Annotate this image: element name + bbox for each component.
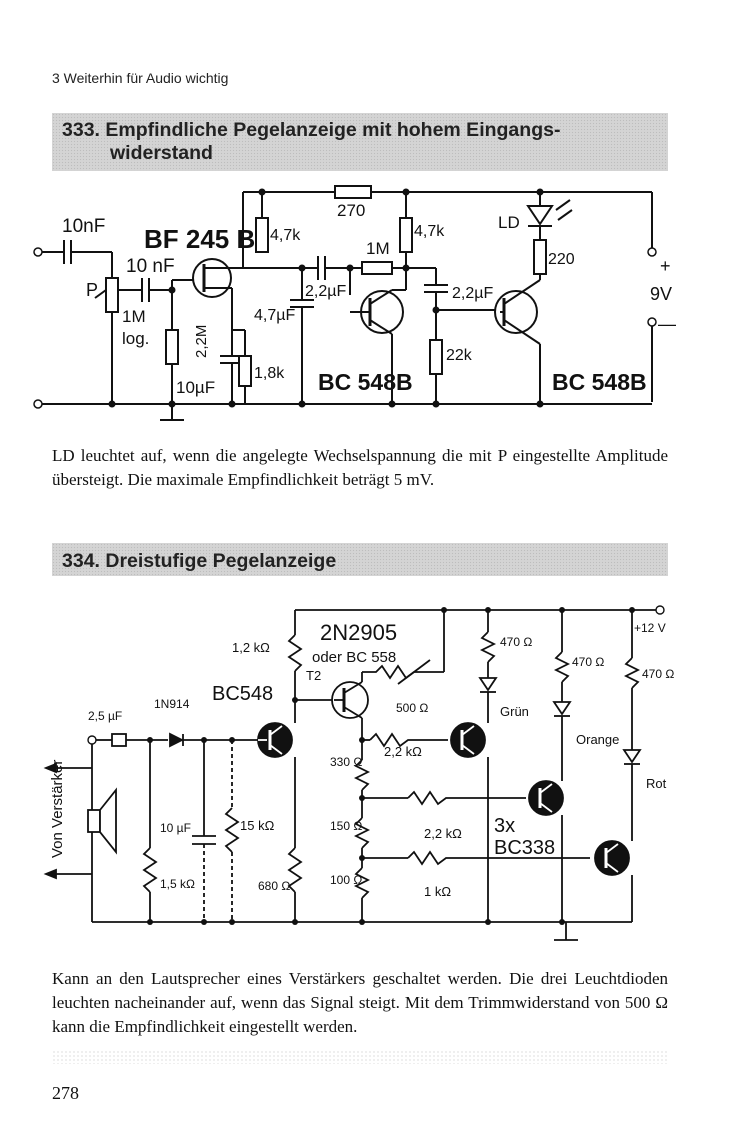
description-333: LD leuchtet auf, wenn die angelegte Wech… [52, 446, 668, 489]
label-r-100: 100 Ω [330, 873, 362, 887]
label-r-b: 1M [366, 239, 390, 258]
label-minus: — [658, 314, 676, 334]
section-title-333: 333. Empfindliche Pegelanzeige mit hohem… [62, 119, 561, 141]
section-title-333-cont: widerstand [110, 142, 213, 164]
label-r-12k: 1,2 kΩ [232, 640, 270, 655]
label-pnp: 2N2905 [320, 620, 397, 645]
label-trans3: 3x [494, 815, 515, 837]
label-npn: BC548 [212, 683, 273, 705]
label-r-drain: 4,7k [270, 227, 301, 244]
label-red: Rot [646, 776, 667, 791]
label-c-10: 10 µF [160, 821, 191, 835]
label-r-c1: 4,7k [414, 223, 445, 240]
label-p-val: 1M [122, 307, 146, 326]
label-r-680: 680 Ω [258, 879, 290, 893]
label-r-1k: 1 kΩ [424, 884, 451, 899]
label-trim: 500 Ω [396, 701, 428, 715]
label-r-470-a: 470 Ω [500, 635, 532, 649]
label-r-15k: 15 kΩ [240, 818, 275, 833]
running-header: 3 Weiterhin für Audio wichtig [52, 70, 229, 86]
label-vcc: +12 V [634, 621, 666, 635]
label-p: P [86, 280, 98, 300]
label-r-22k-b: 2,2 kΩ [424, 826, 462, 841]
label-green: Grün [500, 704, 529, 719]
label-c-in2: 2,5 µF [88, 709, 122, 723]
label-c-out: 2,2µF [452, 285, 493, 302]
label-source: Von Verstärker [49, 760, 66, 858]
label-r-gate: 2,2M [193, 325, 210, 358]
label-diode: 1N914 [154, 697, 190, 711]
label-r-22k-a: 2,2 kΩ [384, 744, 422, 759]
section-title-band-334 [52, 543, 668, 576]
label-r-150: 150 Ω [330, 819, 362, 833]
label-r-470-b: 470 Ω [572, 655, 604, 669]
label-r-src: 1,8k [254, 365, 285, 382]
page-number: 278 [52, 1083, 79, 1103]
label-c-couple: 2,2µF [305, 283, 346, 300]
label-r-15: 1,5 kΩ [160, 877, 195, 891]
label-plus: + [660, 256, 671, 276]
label-r-470-c: 470 Ω [642, 667, 674, 681]
label-p-log: log. [122, 329, 149, 348]
label-ld: LD [498, 213, 520, 232]
section-title-334: 334. Dreistufige Pegelanzeige [62, 550, 337, 572]
label-v: 9V [650, 284, 672, 304]
label-c-src: 10µF [176, 378, 215, 397]
section-title-band-333 [52, 113, 668, 171]
label-c-drain: 4,7µF [254, 307, 295, 324]
label-r-330: 330 Ω [330, 755, 362, 769]
label-r-220: 220 [548, 251, 575, 268]
label-r-top: 270 [337, 201, 365, 220]
label-t2: T2 [306, 668, 321, 683]
label-pnp-alt: oder BC 558 [312, 649, 396, 666]
footer-rule [52, 1050, 668, 1064]
label-t1: BC 548B [318, 369, 413, 395]
label-r-22k: 22k [446, 347, 473, 364]
label-orange: Orange [576, 732, 619, 747]
label-bc338: BC338 [494, 837, 555, 859]
label-c-in: 10nF [62, 216, 105, 237]
description-334: Kann an den Lautsprecher eines Verstärke… [52, 969, 668, 1036]
label-jfet: BF 245 B [144, 224, 255, 254]
label-c2: 10 nF [126, 256, 175, 277]
label-t2: BC 548B [552, 369, 647, 395]
